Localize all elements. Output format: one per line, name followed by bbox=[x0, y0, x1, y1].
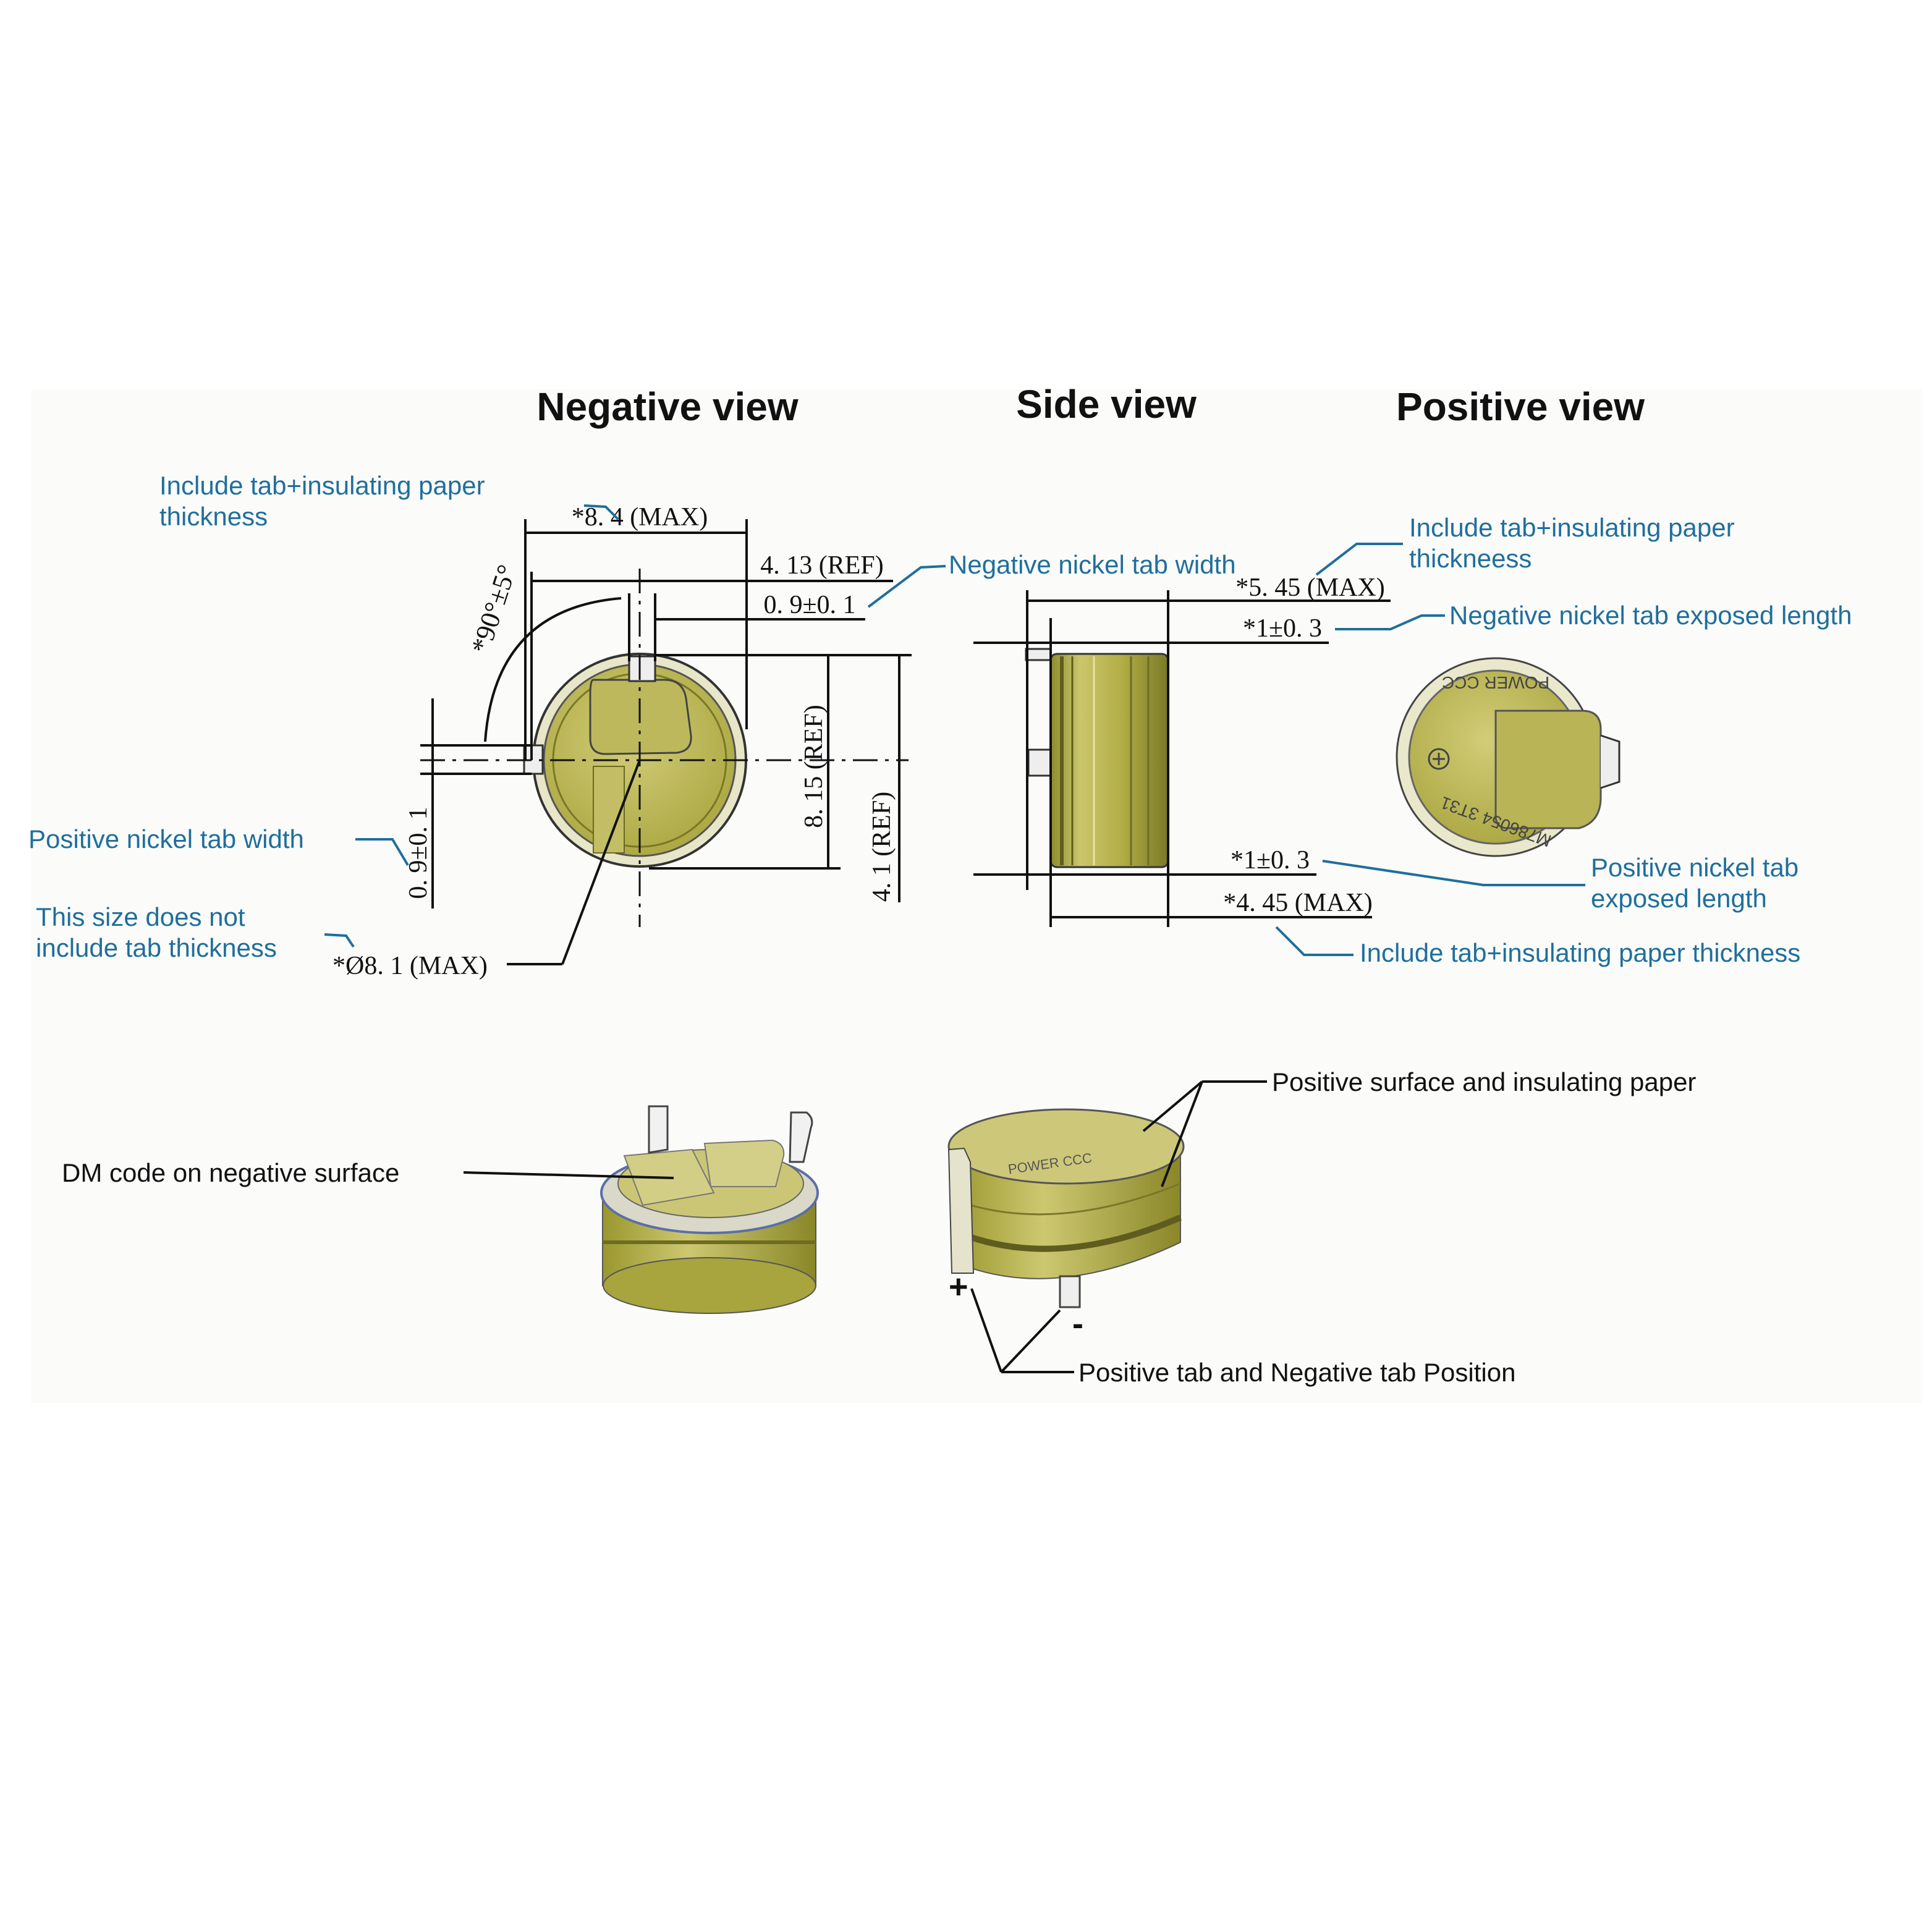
dim-half-ref: 4. 1 (REF) bbox=[868, 792, 896, 902]
dim-height-ref: 8. 15 (REF) bbox=[800, 705, 828, 828]
dim-tab-offset-ref: 4. 13 (REF) bbox=[760, 551, 884, 580]
dim-neg-tab-width: 0. 9±0. 1 bbox=[763, 591, 855, 619]
note-neg-exposed: Negative nickel tab exposed length bbox=[1449, 601, 1852, 630]
note-pos-tab-width: Positive nickel tab width bbox=[28, 824, 304, 854]
dim-pos-exposed: *1±0. 3 bbox=[1231, 846, 1310, 875]
angle-arc bbox=[484, 597, 622, 742]
side-3d-negative-tab bbox=[1059, 1275, 1081, 1308]
note-include-top-2: thickneess bbox=[1409, 544, 1532, 573]
dim-width-max: *8. 4 (MAX) bbox=[572, 503, 708, 532]
note-pos-exposed-2: exposed length bbox=[1591, 884, 1767, 913]
note-include-tab-paper-1: Include tab+insulating paper bbox=[159, 471, 485, 500]
minus-sign: - bbox=[1072, 1305, 1083, 1342]
dim-diameter-max: *Ø8. 1 (MAX) bbox=[333, 952, 488, 980]
side-3d-face bbox=[947, 1108, 1185, 1185]
positive-symbol bbox=[1428, 748, 1450, 770]
note-include-top-1: Include tab+insulating paper bbox=[1409, 513, 1735, 542]
positive-3d-view: POWER CCC + - Positive surface and insul… bbox=[947, 1067, 1696, 1387]
dim-neg-exposed: *1±0. 3 bbox=[1243, 614, 1322, 643]
note-pos-surface: Positive surface and insulating paper bbox=[1272, 1067, 1696, 1096]
negative-tab-stub bbox=[628, 655, 656, 682]
positive-view: POWER CCC M786054 3T31 bbox=[1396, 657, 1621, 857]
dim-body-max: *4. 45 (MAX) bbox=[1223, 889, 1372, 917]
dim-pos-tab-width: 0. 9±0. 1 bbox=[404, 807, 433, 899]
side-positive-tab bbox=[1027, 748, 1052, 777]
dim-total-max: *5. 45 (MAX) bbox=[1235, 574, 1384, 602]
note-neg-tab-width: Negative nickel tab width bbox=[949, 550, 1236, 579]
positive-marking-top: POWER CCC bbox=[1442, 673, 1549, 692]
note-no-tab-thickness-1: This size does not bbox=[36, 902, 245, 931]
side-cell-body bbox=[1049, 653, 1169, 868]
side-negative-tab bbox=[1025, 648, 1052, 661]
note-pos-exposed-1: Positive nickel tab bbox=[1591, 853, 1799, 882]
negative-view: *8. 4 (MAX) 4. 13 (REF) 0. 9±0. 1 *90°±5… bbox=[28, 471, 912, 980]
note-tab-position: Positive tab and Negative tab Position bbox=[1078, 1358, 1515, 1387]
title-side-view: Side view bbox=[1016, 382, 1197, 426]
title-positive-view: Positive view bbox=[1396, 384, 1645, 429]
note-dm-code: DM code on negative surface bbox=[62, 1158, 399, 1187]
title-negative-view: Negative view bbox=[536, 384, 799, 429]
note-no-tab-thickness-2: include tab thickness bbox=[36, 933, 277, 962]
note-include-tab-paper-2: thickness bbox=[159, 502, 268, 531]
negative-tab-pad bbox=[589, 679, 692, 755]
side-view: *5. 45 (MAX) *1±0. 3 *1±0. 3 *4. 45 (MAX… bbox=[867, 513, 1852, 967]
plus-sign: + bbox=[949, 1268, 968, 1305]
negative-3d-view: DM code on negative surface bbox=[62, 1105, 819, 1314]
positive-tab-pad bbox=[1494, 710, 1602, 829]
note-include-bottom: Include tab+insulating paper thickness bbox=[1360, 938, 1800, 967]
